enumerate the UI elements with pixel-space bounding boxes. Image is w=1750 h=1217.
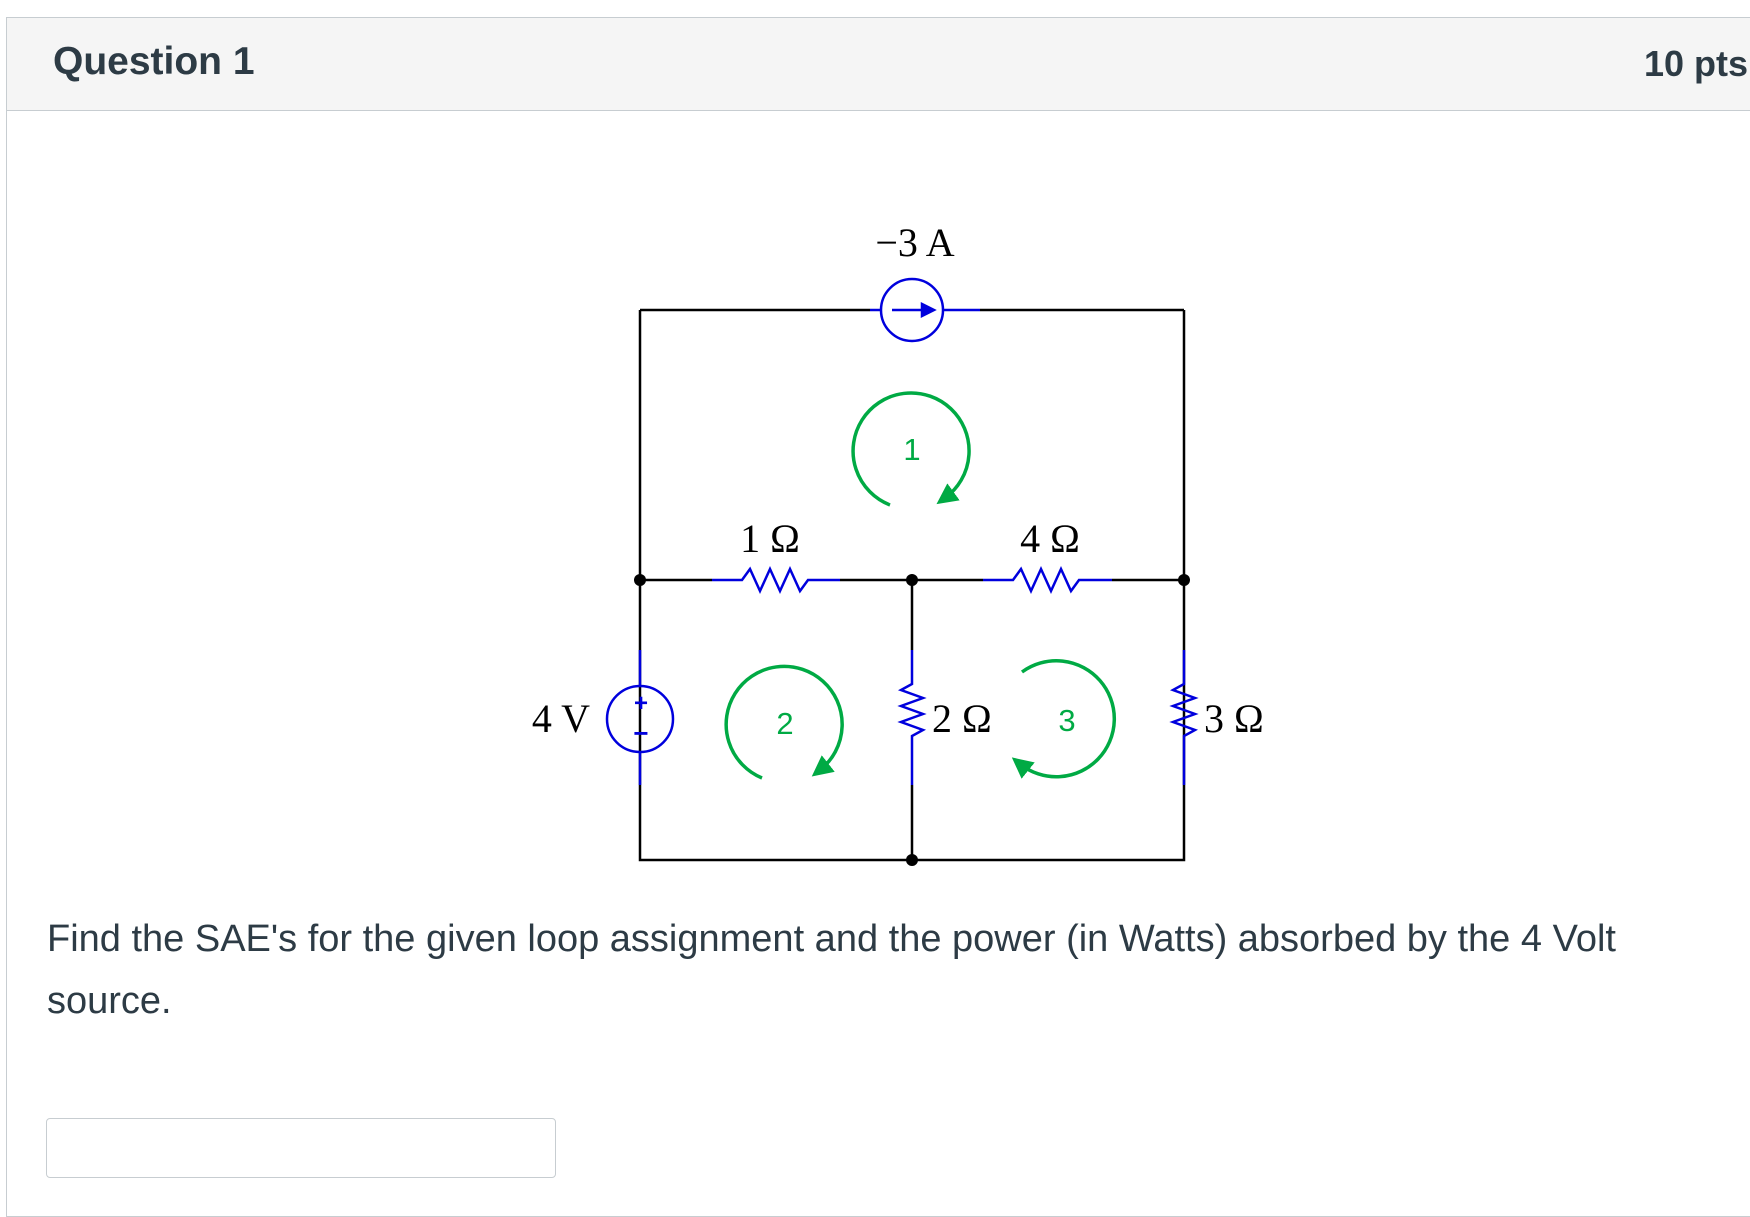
circuit-components <box>605 277 1199 785</box>
loop-1-label: 1 <box>903 432 920 467</box>
resistor-4-label: 4 Ω <box>1020 516 1080 561</box>
current-source-label: −3 A <box>875 220 954 265</box>
loop-3-label: 3 <box>1058 703 1075 738</box>
circuit-diagram: −3 A 1 Ω 4 Ω 2 Ω 3 Ω 4 V + − 1 2 3 <box>532 220 1264 866</box>
current-source-icon <box>879 277 945 343</box>
voltage-source-plus: + <box>634 690 648 717</box>
resistor-2-label: 2 Ω <box>932 696 992 741</box>
voltage-source-label: 4 V <box>532 696 590 741</box>
question-header: Question 1 10 pts <box>7 18 1750 111</box>
resistor-4-icon <box>983 565 1112 595</box>
resistor-2-icon <box>897 650 927 785</box>
resistor-1-label: 1 Ω <box>740 516 800 561</box>
loop-1-arrow-icon <box>851 391 971 507</box>
question-points: 10 pts <box>1644 43 1749 84</box>
question-text: Find the SAE's for the given loop assign… <box>47 918 1616 1022</box>
answer-input[interactable] <box>46 1118 556 1178</box>
resistor-1-icon <box>712 565 840 595</box>
resistor-3-label: 3 Ω <box>1204 696 1264 741</box>
loop-arrows <box>724 391 1117 780</box>
junction-dots <box>634 574 1190 866</box>
question-title: Question 1 <box>53 40 255 83</box>
voltage-source-minus: − <box>633 718 648 748</box>
loop-2-label: 2 <box>776 706 793 741</box>
loop-3-arrow-icon <box>1011 659 1117 779</box>
question-card: Question 1 10 pts <box>6 17 1750 1217</box>
resistor-3-icon <box>1169 650 1199 785</box>
voltage-source-icon <box>605 684 675 754</box>
loop-2-arrow-icon <box>724 664 844 780</box>
